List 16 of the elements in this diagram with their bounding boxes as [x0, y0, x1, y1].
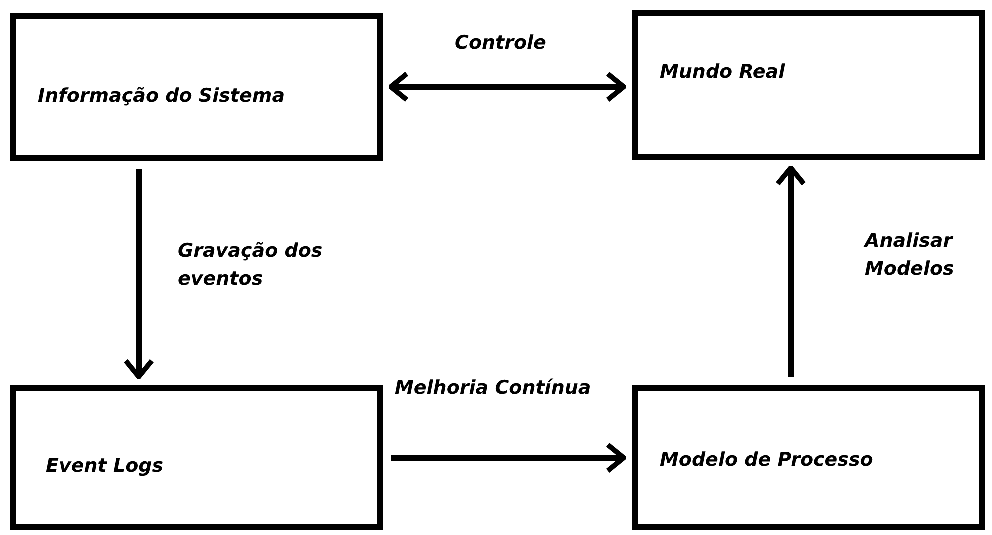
process-box — [632, 10, 985, 160]
edge-label: Melhoria Contínua — [395, 376, 592, 401]
box-label: Informação do Sistema — [38, 85, 286, 107]
process-box — [10, 13, 383, 161]
arrow — [776, 166, 806, 377]
arrow — [388, 72, 626, 102]
arrow — [391, 442, 626, 474]
box-label: Event Logs — [46, 455, 164, 477]
box-label: Mundo Real — [660, 61, 786, 83]
process-box — [10, 385, 383, 530]
edge-label: Analisar Modelos — [865, 229, 956, 282]
edge-label: Controle — [455, 31, 546, 56]
arrow — [124, 169, 154, 380]
box-label: Modelo de Processo — [660, 449, 874, 471]
process-box — [632, 385, 985, 530]
edge-label: Gravação dos eventos — [178, 239, 324, 292]
